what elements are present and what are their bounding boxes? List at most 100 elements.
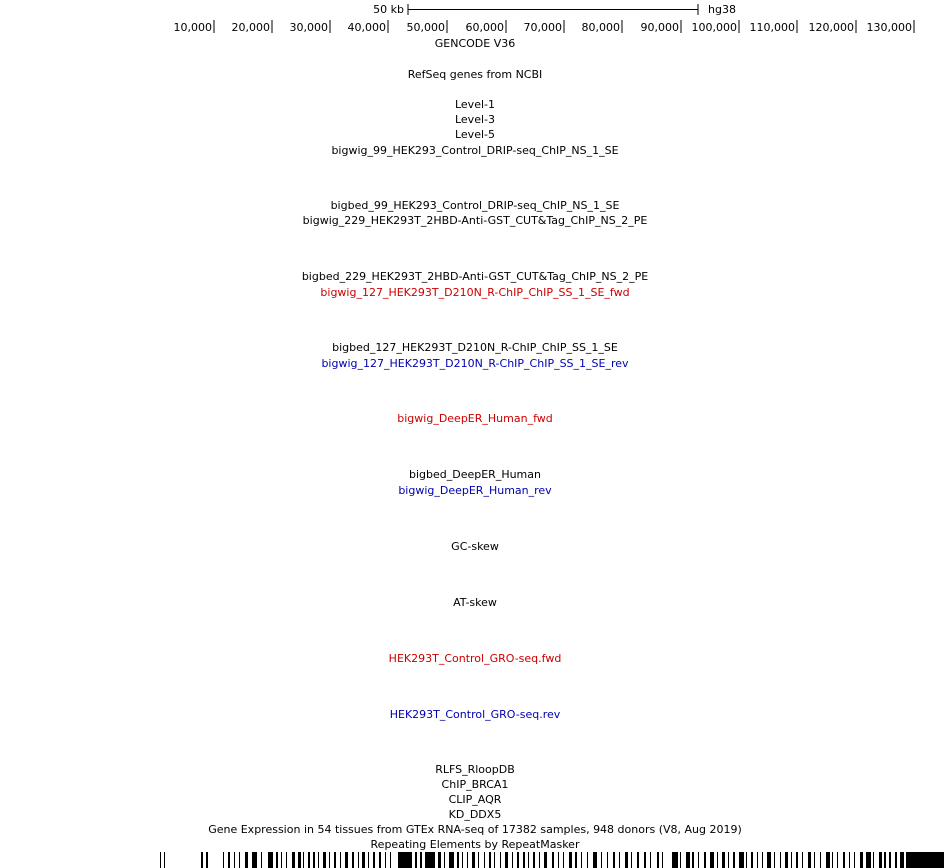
repeat-element-mark: [334, 852, 336, 868]
repeat-element-mark: [843, 852, 845, 868]
repeat-element-mark: [276, 852, 278, 868]
repeat-element-mark: [837, 852, 838, 868]
ruler-tick-label: 80,000: [582, 21, 621, 34]
ruler-tick-label: 130,000: [867, 21, 913, 34]
repeat-element-mark: [657, 852, 659, 868]
track-label[interactable]: GENCODE V36: [434, 37, 516, 50]
repeat-element-mark: [444, 852, 445, 868]
repeat-element-mark: [286, 852, 287, 868]
repeat-element-mark: [631, 852, 632, 868]
track-label[interactable]: bigwig_127_HEK293T_D210N_R-ChIP_ChIP_SS_…: [320, 286, 630, 299]
repeat-element-mark: [889, 852, 891, 868]
repeat-element-mark: [710, 852, 714, 868]
repeat-element-mark: [252, 852, 257, 868]
repeat-element-mark: [717, 852, 718, 868]
repeat-element-mark: [722, 852, 725, 868]
repeat-element-mark: [607, 852, 608, 868]
track-label[interactable]: Gene Expression in 54 tissues from GTEx …: [208, 823, 742, 836]
track-label[interactable]: RLFS_RloopDB: [435, 763, 515, 776]
track-label[interactable]: Level-1: [454, 98, 495, 111]
repeat-element-mark: [544, 852, 547, 868]
repeat-element-mark: [751, 852, 753, 868]
ruler-tick-label: 60,000: [466, 21, 505, 34]
track-label[interactable]: AT-skew: [453, 596, 497, 609]
repeat-element-mark: [261, 852, 262, 868]
repeat-element-mark: [832, 852, 833, 868]
scale-bar-label: 50 kb: [373, 3, 404, 16]
track-label[interactable]: bigbed_229_HEK293T_2HBD-Anti-GST_CUT&Tag…: [301, 270, 649, 283]
track-label[interactable]: Level-3: [454, 113, 495, 126]
track-label[interactable]: HEK293T_Control_GRO-seq.rev: [389, 708, 561, 721]
ruler-tick-label: 110,000: [750, 21, 796, 34]
ruler-tick-label: 40,000: [348, 21, 387, 34]
track-label[interactable]: bigwig_99_HEK293_Control_DRIP-seq_ChIP_N…: [331, 144, 619, 157]
track-label[interactable]: bigwig_127_HEK293T_D210N_R-ChIP_ChIP_SS_…: [321, 357, 629, 370]
repeat-element-mark: [201, 852, 203, 868]
track-label[interactable]: bigwig_DeepER_Human_fwd: [397, 412, 553, 425]
repeat-element-mark: [820, 852, 821, 868]
repeat-element-mark: [457, 852, 459, 868]
track-label[interactable]: bigwig_229_HEK293T_2HBD-Anti-GST_CUT&Tag…: [302, 214, 648, 227]
repeat-element-mark: [358, 852, 359, 868]
repeat-element-mark: [575, 852, 577, 868]
repeat-element-mark: [303, 852, 304, 868]
repeat-element-mark: [398, 852, 412, 868]
ruler-tick-label: 100,000: [692, 21, 738, 34]
repeat-element-mark: [906, 852, 944, 868]
repeat-element-mark: [662, 852, 663, 868]
ruler-tick-label: 50,000: [407, 21, 446, 34]
repeat-element-mark: [569, 852, 572, 868]
track-label[interactable]: bigbed_99_HEK293_Control_DRIP-seq_ChIP_N…: [330, 199, 620, 212]
repeat-element-mark: [739, 852, 744, 868]
repeat-element-mark: [613, 852, 615, 868]
repeat-element-mark: [228, 852, 230, 868]
repeatmasker-track[interactable]: [0, 852, 950, 868]
repeat-element-mark: [849, 852, 850, 868]
repeat-element-mark: [298, 852, 301, 868]
track-label[interactable]: HEK293T_Control_GRO-seq.fwd: [388, 652, 562, 665]
repeat-element-mark: [539, 852, 540, 868]
track-label[interactable]: bigwig_DeepER_Human_rev: [398, 484, 552, 497]
repeat-element-mark: [680, 852, 681, 868]
repeat-element-mark: [686, 852, 690, 868]
repeat-element-mark: [494, 852, 495, 868]
track-label[interactable]: Level-5: [454, 128, 495, 141]
repeat-element-mark: [329, 852, 330, 868]
repeat-element-mark: [601, 852, 602, 868]
ruler-tick-label: 10,000: [174, 21, 213, 34]
track-label[interactable]: ChIP_BRCA1: [441, 778, 509, 791]
track-label[interactable]: GC-skew: [451, 540, 499, 553]
repeat-element-mark: [552, 852, 554, 868]
repeat-element-mark: [757, 852, 758, 868]
track-label[interactable]: bigbed_127_HEK293T_D210N_R-ChIP_ChIP_SS_…: [332, 341, 618, 354]
repeat-element-mark: [438, 852, 441, 868]
repeat-element-mark: [505, 852, 508, 868]
repeat-element-mark: [318, 852, 319, 868]
repeat-element-mark: [558, 852, 559, 868]
track-label[interactable]: CLIP_AQR: [448, 793, 502, 806]
track-label[interactable]: RefSeq genes from NCBI: [407, 68, 543, 81]
repeat-element-mark: [239, 852, 240, 868]
track-label[interactable]: KD_DDX5: [448, 808, 502, 821]
repeat-element-mark: [860, 852, 863, 868]
repeat-element-mark: [489, 852, 491, 868]
track-label[interactable]: bigbed_DeepER_Human: [408, 468, 541, 481]
ruler-tick-label: 120,000: [809, 21, 855, 34]
repeat-element-mark: [587, 852, 588, 868]
repeat-element-mark: [796, 852, 798, 868]
repeat-element-mark: [774, 852, 775, 868]
repeat-element-mark: [866, 852, 871, 868]
repeat-element-mark: [292, 852, 295, 868]
repeat-element-mark: [281, 852, 282, 868]
repeat-element-mark: [345, 852, 348, 868]
repeat-element-mark: [619, 852, 620, 868]
ruler-tick-label: 30,000: [290, 21, 329, 34]
repeat-element-mark: [415, 852, 417, 868]
repeat-element-mark: [340, 852, 341, 868]
repeat-element-mark: [826, 852, 830, 868]
repeat-element-mark: [884, 852, 886, 868]
track-label[interactable]: Repeating Elements by RepeatMasker: [370, 838, 580, 851]
repeat-element-mark: [767, 852, 771, 868]
repeat-element-mark: [854, 852, 855, 868]
